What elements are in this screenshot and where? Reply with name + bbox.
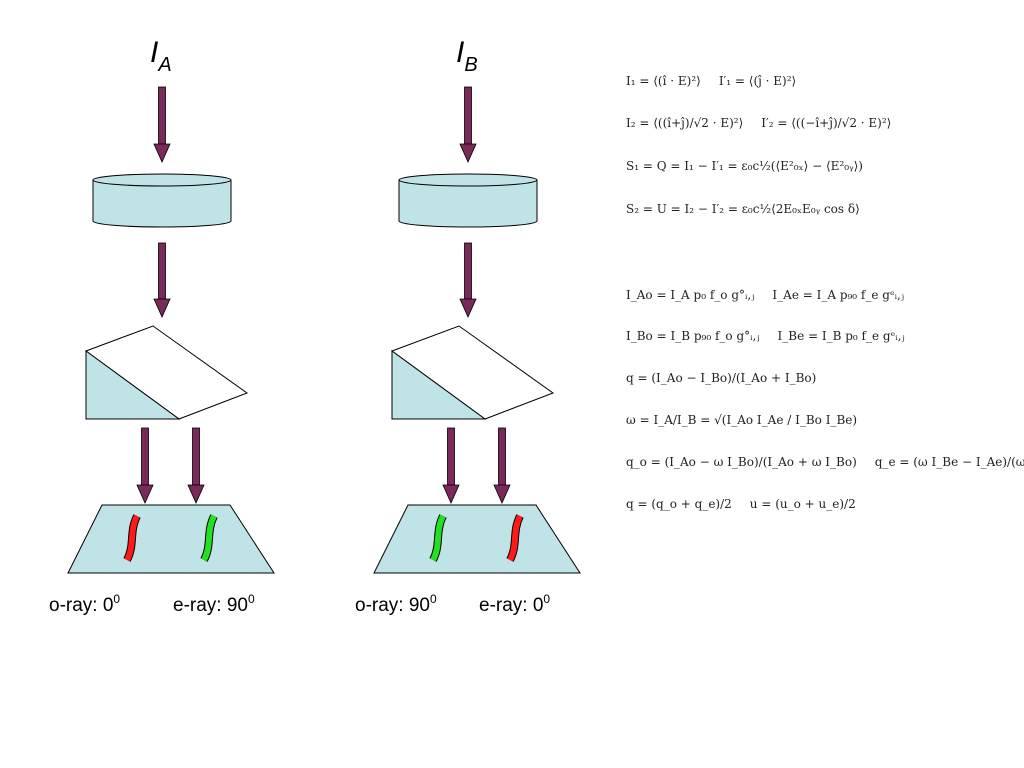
beam-a-group: IA o-ray: 00 e-ray: 900 [49, 36, 275, 616]
equation: q_o = (I_Ao − ω I_Bo)/(I_Ao + ω I_Bo) [626, 455, 857, 469]
equation: q = (I_Ao − I_Bo)/(I_Ao + I_Bo) [626, 371, 817, 385]
prism-b [390, 325, 555, 420]
arrow-in-a [153, 86, 171, 163]
equation-row: I₁ = ⟨(î · E)²⟩ I′₁ = ⟨(ĵ · E)²⟩ [626, 74, 814, 88]
arrow-mid-a [153, 242, 171, 318]
waveplate-b [398, 173, 538, 228]
spectrum-stripe-left-a [124, 514, 140, 562]
equation-row: S₁ = Q = I₁ − I′₁ = ε₀c½(⟨E²₀ₓ⟩ − ⟨E²₀ᵧ⟩… [626, 159, 881, 173]
equation: I₁ = ⟨(î · E)²⟩ [626, 74, 701, 88]
intensity-label-a: IA [150, 36, 172, 76]
equation: I₂ = ⟨((î+ĵ)/√2 · E)²⟩ [626, 116, 744, 130]
equation-row: S₂ = U = I₂ − I′₂ = ε₀c½⟨2E₀ₓE₀ᵧ cos δ⟩ [626, 202, 878, 216]
equation-row: I_Bo = I_B p₉₀ f_o g°ᵢ,ⱼ I_Be = I_B p₀ f_… [626, 329, 923, 343]
equation: I′₁ = ⟨(ĵ · E)²⟩ [718, 74, 797, 88]
equation: I′₂ = ⟨((−î+ĵ)/√2 · E)²⟩ [761, 116, 892, 130]
equation: S₁ = Q = I₁ − I′₁ = ε₀c½(⟨E²₀ₓ⟩ − ⟨E²₀ᵧ⟩… [626, 159, 863, 173]
equation: u = (u_o + u_e)/2 [749, 497, 856, 511]
equation: I_Bo = I_B p₉₀ f_o g°ᵢ,ⱼ [626, 329, 760, 343]
detector-b [373, 504, 581, 574]
arrow-e-ray-b [493, 427, 511, 504]
arrow-o-ray-a [136, 427, 154, 504]
equation-row: q = (q_o + q_e)/2 u = (u_o + u_e)/2 [626, 497, 874, 511]
o-ray-label-b: o-ray: 900 [355, 592, 437, 616]
equation-row: q = (I_Ao − I_Bo)/(I_Ao + I_Bo) [626, 371, 834, 385]
arrow-in-b [459, 86, 477, 163]
intensity-label-b: IB [456, 36, 478, 76]
equation: q_e = (ω I_Be − I_Ae)/(ω I_Be + I_Ae) [874, 455, 1024, 469]
spectrum-stripe-right-a [201, 514, 217, 562]
prism-a [84, 325, 249, 420]
e-ray-label-b: e-ray: 00 [479, 592, 550, 616]
beam-b-group: IB o-ray: 900 e-ray: 00 [355, 36, 581, 616]
equation: q = (q_o + q_e)/2 [626, 497, 732, 511]
arrow-e-ray-a [187, 427, 205, 504]
arrow-o-ray-b [442, 427, 460, 504]
equation: S₂ = U = I₂ − I′₂ = ε₀c½⟨2E₀ₓE₀ᵧ cos δ⟩ [626, 202, 860, 216]
equation-row: ω = I_A/I_B = √(I_Ao I_Ae / I_Bo I_Be) [626, 413, 875, 427]
o-ray-label-a: o-ray: 00 [49, 592, 120, 616]
equation: I_Ao = I_A p₀ f_o g°ᵢ,ⱼ [626, 288, 755, 302]
equation-row: q_o = (I_Ao − ω I_Bo)/(I_Ao + ω I_Bo) q_e… [626, 455, 1024, 469]
e-ray-label-a: e-ray: 900 [173, 592, 255, 616]
equation: ω = I_A/I_B = √(I_Ao I_Ae / I_Bo I_Be) [626, 413, 858, 427]
detector-a [67, 504, 275, 574]
equation-row: I₂ = ⟨((î+ĵ)/√2 · E)²⟩ I′₂ = ⟨((−î+ĵ)/√2 … [626, 116, 909, 130]
equation-row: I_Ao = I_A p₀ f_o g°ᵢ,ⱼ I_Ae = I_A p₉₀ f_… [626, 288, 922, 302]
spectrum-stripe-right-b [507, 514, 523, 562]
arrow-mid-b [459, 242, 477, 318]
equation: I_Ae = I_A p₉₀ f_e gᵉᵢ,ⱼ [772, 288, 905, 302]
waveplate-a [92, 173, 232, 228]
spectrum-stripe-left-b [430, 514, 446, 562]
equation: I_Be = I_B p₀ f_e gᵉᵢ,ⱼ [777, 329, 905, 343]
